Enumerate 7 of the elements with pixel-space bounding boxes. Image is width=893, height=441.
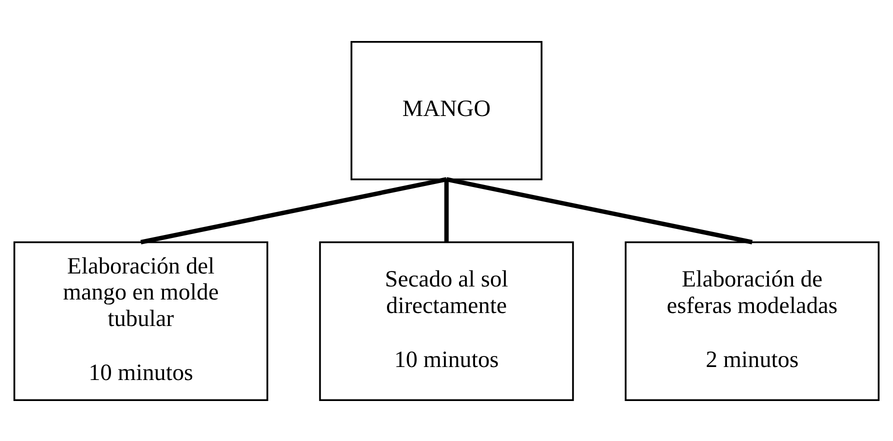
node-box: Secado al sol directamente 10 minutos	[319, 240, 574, 401]
node-box: Elaboración del mango en molde tubular 10 minutos	[13, 240, 268, 401]
connector	[140, 176, 447, 244]
connector	[446, 176, 753, 244]
connector	[444, 178, 449, 242]
node-box: MANGO	[350, 40, 542, 180]
node-box: Elaboración de esferas modeladas 2 minutos	[624, 240, 880, 401]
